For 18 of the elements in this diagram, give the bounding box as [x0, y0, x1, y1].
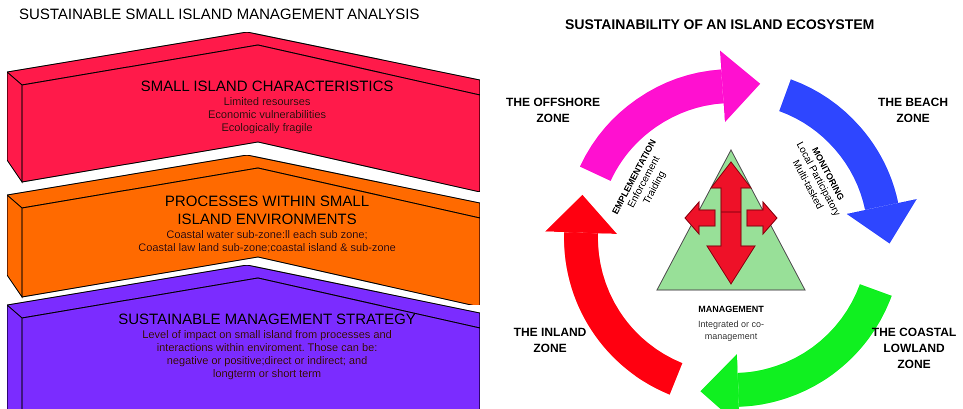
- section-title: SUSTAINABILITY OF AN ISLAND ECOSYSTEM: [565, 16, 874, 32]
- band-text: Limited resourses: [224, 96, 310, 109]
- zone-label: THE BEACH ZONE: [868, 94, 958, 126]
- management-text: Integrated or co-management: [696, 318, 766, 342]
- diagram-title: SUSTAINABLE SMALL ISLAND MANAGEMENT ANALYSIS: [19, 5, 420, 25]
- band-text: Ecologically fragile: [221, 122, 313, 135]
- zone-label: THE INLAND ZONE: [505, 324, 595, 356]
- band-text: Level of impact on small island from processes and interactions within enviroment. Those can be:: [141, 329, 393, 355]
- zone-label: THE COASTAL LOWLAND ZONE: [866, 324, 962, 372]
- band-text: Economic vulnerabilities: [208, 109, 326, 122]
- band-text: Coastal law land sub-zone;coastal island & sub-zone: [138, 242, 396, 255]
- band-text: Coastal water sub-zone:ll each sub zone;: [166, 229, 368, 242]
- zone-label: THE OFFSHORE ZONE: [500, 94, 606, 126]
- band-heading: SUSTAINABLE MANAGEMENT STRATEGY: [118, 311, 416, 329]
- band-text: negative or positive;direct or indirect; and longterm or short term: [166, 355, 368, 381]
- management-heading: MANAGEMENT: [698, 303, 764, 315]
- band-heading: PROCESSES WITHIN SMALL ISLAND ENVIRONMENTS: [164, 193, 370, 229]
- band-heading: SMALL ISLAND CHARACTERISTICS: [140, 78, 394, 96]
